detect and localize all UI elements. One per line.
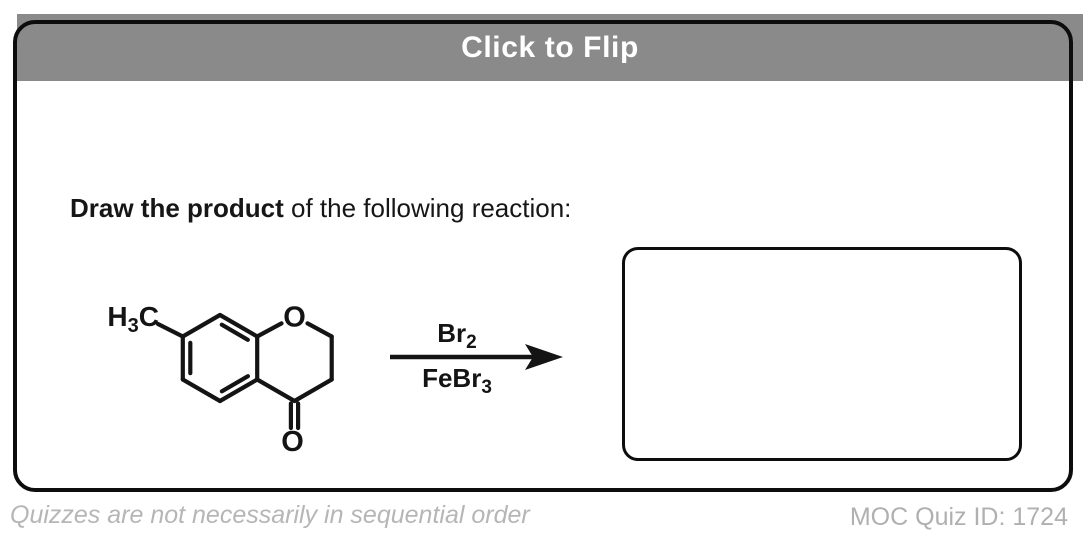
bond-carbonyl-to-d <box>255 377 297 404</box>
reaction-arrow <box>390 344 563 370</box>
bond-de <box>217 377 260 404</box>
flip-card-header[interactable]: Click to Flip <box>17 14 1083 81</box>
quiz-id: MOC Quiz ID: 1724 <box>849 503 1068 531</box>
bond-oxygen-to-ch2 <box>305 321 334 339</box>
flip-card-title: Click to Flip <box>461 30 639 64</box>
ring-oxygen-label: O <box>283 302 306 334</box>
bond-bc <box>217 312 260 339</box>
carbonyl-double-bond <box>288 401 301 431</box>
methyl-bond <box>155 321 185 339</box>
answer-box[interactable] <box>622 247 1022 461</box>
footer-note: Quizzes are not necessarily in sequentia… <box>10 501 530 529</box>
question-prompt: Draw the product of the following reacti… <box>70 194 571 222</box>
reaction-scheme: H3C O O <box>107 301 563 458</box>
reagent-above-arrow: Br2 <box>437 318 477 354</box>
carbonyl-oxygen-label: O <box>281 426 304 458</box>
question-prompt-bold: Draw the product <box>70 193 284 223</box>
benzene-ring <box>180 312 260 404</box>
bond-ab <box>180 312 223 339</box>
reaction-arrow-head <box>525 344 563 370</box>
aromatic-inner-topright <box>219 322 250 342</box>
reagent-below-arrow: FeBr3 <box>422 363 492 399</box>
bond-ef <box>180 377 223 404</box>
reactant-structure: H3C O O <box>107 301 334 458</box>
bond-ch2-to-carbonyl <box>292 377 334 404</box>
aromatic-inner-bottomright <box>219 374 250 394</box>
question-prompt-rest: of the following reaction: <box>283 193 572 223</box>
pyranone-ring <box>255 321 334 404</box>
bond-c-to-oxygen <box>255 321 284 339</box>
methyl-label: H3C <box>107 301 159 337</box>
